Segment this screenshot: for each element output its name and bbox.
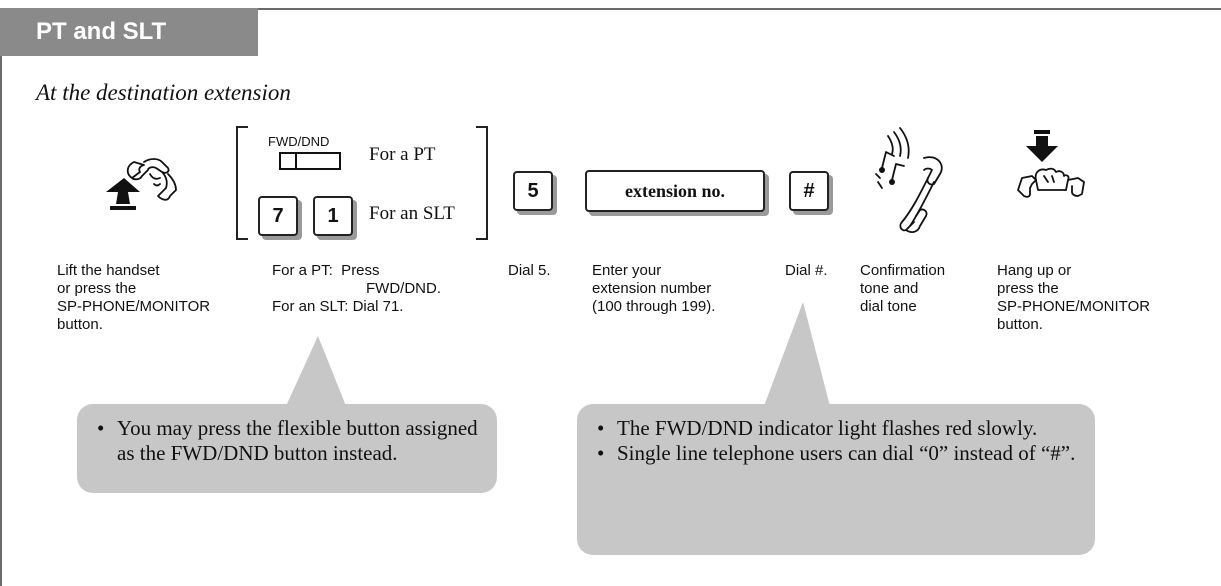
caption-lift-handset: Lift the handset or press the SP-PHONE/M… [57, 262, 210, 334]
section-subtitle: At the destination extension [36, 80, 291, 105]
caption-dial-5: Dial 5. [508, 262, 551, 279]
callout-pointer-left [286, 336, 346, 406]
caption-line: dial tone [860, 298, 917, 315]
caption-line: Confirmation [860, 262, 946, 279]
caption-press-fwd: For a PT: Press FWD/DND. For an SLT: Dia… [272, 262, 441, 316]
for-slt-label: For an SLT [369, 203, 455, 224]
confirmation-tone-handset-icon [868, 122, 968, 242]
bracket-left [236, 126, 248, 240]
key-hash[interactable]: # [789, 171, 829, 211]
caption-enter-extension: Enter your extension number (100 through… [592, 262, 715, 316]
fwd-dnd-key-label: FWD/DND [268, 134, 330, 149]
caption-line: Lift the handset [57, 262, 160, 279]
caption-line: SP-PHONE/MONITOR [997, 298, 1151, 315]
caption-line: For a PT: Press [272, 262, 380, 279]
caption-line: or press the [57, 280, 137, 297]
hang-up-handset-icon [1008, 124, 1108, 224]
for-pt-label: For a PT [369, 144, 436, 165]
section-tab: PT and SLT [0, 8, 258, 56]
caption-line: FWD/DND. [366, 280, 441, 297]
frame-top-border [0, 8, 1221, 10]
fwd-dnd-button[interactable] [279, 152, 341, 170]
key-1[interactable]: 1 [313, 196, 353, 236]
note-right-item: The FWD/DND indicator light flashes red … [593, 416, 1079, 441]
caption-hang-up: Hang up or press the SP-PHONE/MONITOR bu… [997, 262, 1150, 334]
caption-dial-hash: Dial #. [785, 262, 828, 279]
caption-line: (100 through 199). [592, 298, 716, 315]
note-left-item: You may press the flexible button assign… [93, 416, 481, 466]
caption-line: Enter your [592, 262, 662, 279]
caption-line: press the [997, 280, 1059, 297]
caption-line: extension number [592, 280, 712, 297]
note-right-item: Single line telephone users can dial “0”… [593, 441, 1079, 466]
caption-line: SP-PHONE/MONITOR [57, 298, 211, 315]
extension-number-box[interactable]: extension no. [585, 170, 765, 212]
note-right: The FWD/DND indicator light flashes red … [577, 404, 1095, 555]
callout-pointer-right [764, 302, 830, 406]
caption-line: Hang up or [997, 262, 1072, 279]
key-5[interactable]: 5 [513, 171, 553, 211]
key-7[interactable]: 7 [258, 196, 298, 236]
frame-left-border [0, 8, 2, 586]
caption-line: For an SLT: Dial 71. [272, 298, 404, 315]
caption-confirmation: Confirmation tone and dial tone [860, 262, 945, 316]
bracket-right [476, 126, 488, 240]
caption-line: tone and [860, 280, 919, 297]
note-left: You may press the flexible button assign… [77, 404, 497, 493]
caption-line: button. [57, 316, 103, 333]
caption-line: button. [997, 316, 1043, 333]
lift-handset-icon [96, 132, 206, 222]
